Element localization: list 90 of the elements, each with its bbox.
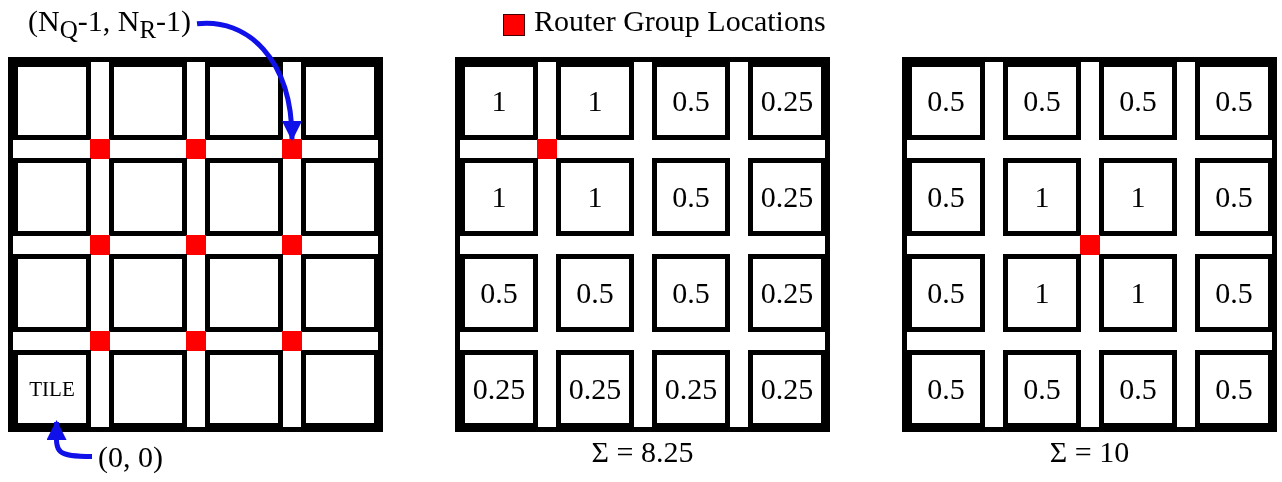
- tile: [13, 158, 91, 236]
- tile: [1003, 158, 1081, 236]
- tile: [907, 254, 985, 332]
- tile: [1003, 254, 1081, 332]
- grid-panel: [8, 57, 383, 432]
- tile-value: 0.5: [576, 278, 614, 308]
- tile: [652, 62, 730, 140]
- tile: [1099, 350, 1177, 428]
- tile: [205, 62, 283, 140]
- sum-label: Σ = 10: [1048, 435, 1131, 468]
- curved-arrow: [46, 420, 93, 459]
- tile-value: 0.5: [1215, 86, 1253, 116]
- grid-panel: [902, 57, 1277, 432]
- tile-value: 0.25: [472, 374, 526, 404]
- router-square: [1080, 235, 1100, 255]
- tile: [205, 350, 283, 428]
- tile-value: 0.5: [927, 374, 965, 404]
- tile: [205, 158, 283, 236]
- sum-label: Σ = 8.25: [590, 435, 695, 468]
- router-square: [537, 139, 557, 159]
- tile: [205, 254, 283, 332]
- tile: [556, 350, 634, 428]
- tile-value: 0.5: [1215, 182, 1253, 212]
- router-square: [186, 139, 206, 159]
- tile-value: 0.5: [480, 278, 518, 308]
- tile-value: 0.5: [1023, 86, 1061, 116]
- tile: [460, 254, 538, 332]
- tile-value: 0.25: [760, 278, 814, 308]
- tile-value: 0.5: [1119, 86, 1157, 116]
- tile-value: 0.5: [672, 86, 710, 116]
- tile: [301, 254, 379, 332]
- router-square: [90, 235, 110, 255]
- tile: [1003, 62, 1081, 140]
- tile: [556, 254, 634, 332]
- tile-value: 1: [491, 86, 507, 116]
- tile-value: 0.25: [568, 374, 622, 404]
- router-square: [186, 235, 206, 255]
- tile-value: 0.25: [760, 86, 814, 116]
- tile: [1195, 254, 1273, 332]
- tile: [556, 62, 634, 140]
- tile: [1099, 62, 1177, 140]
- tile: [907, 158, 985, 236]
- tile-value: 0.25: [760, 374, 814, 404]
- tile-value: 0.5: [927, 278, 965, 308]
- coordinate-label: (0, 0): [98, 440, 163, 473]
- grid-panel: [455, 57, 830, 432]
- tile-value: 0.5: [1215, 278, 1253, 308]
- tile: [1195, 158, 1273, 236]
- tile-label: TILE: [29, 378, 75, 400]
- tile-value: 1: [1130, 278, 1146, 308]
- tile-value: 1: [1130, 182, 1146, 212]
- tile: [652, 254, 730, 332]
- tile: [652, 158, 730, 236]
- tile: [652, 350, 730, 428]
- legend-label: Router Group Locations: [534, 4, 826, 37]
- tile: [109, 158, 187, 236]
- tile: [556, 158, 634, 236]
- tile-value: 1: [587, 86, 603, 116]
- router-square: [282, 139, 302, 159]
- tile-value: 1: [491, 182, 507, 212]
- tile-value: 0.5: [1215, 374, 1253, 404]
- tile: [748, 158, 826, 236]
- router-square: [90, 139, 110, 159]
- tile: [109, 62, 187, 140]
- tile-value: 0.5: [672, 278, 710, 308]
- tile-value: 0.25: [760, 182, 814, 212]
- router-square: [282, 331, 302, 351]
- tile-value: 0.5: [927, 86, 965, 116]
- coordinate-label: (N$_{Q}$-1, N$_{R}$-1): [28, 4, 192, 44]
- tile: [1003, 350, 1081, 428]
- tile: [748, 254, 826, 332]
- tile-value: 1: [1034, 278, 1050, 308]
- router-square: [186, 331, 206, 351]
- tile-value: 0.5: [672, 182, 710, 212]
- curved-arrow: [196, 20, 302, 141]
- tile-value: 1: [587, 182, 603, 212]
- tile: [1099, 158, 1177, 236]
- tile: [301, 158, 379, 236]
- tile: [13, 254, 91, 332]
- router-square: [282, 235, 302, 255]
- tile: [109, 350, 187, 428]
- tile: [460, 158, 538, 236]
- tile: [109, 254, 187, 332]
- tile-value: 0.25: [664, 374, 718, 404]
- tile-value: 0.5: [1023, 374, 1061, 404]
- router-square: [90, 331, 110, 351]
- tile-value: 0.5: [927, 182, 965, 212]
- tile-value: 0.5: [1119, 374, 1157, 404]
- tile: [1099, 254, 1177, 332]
- tile-value: 1: [1034, 182, 1050, 212]
